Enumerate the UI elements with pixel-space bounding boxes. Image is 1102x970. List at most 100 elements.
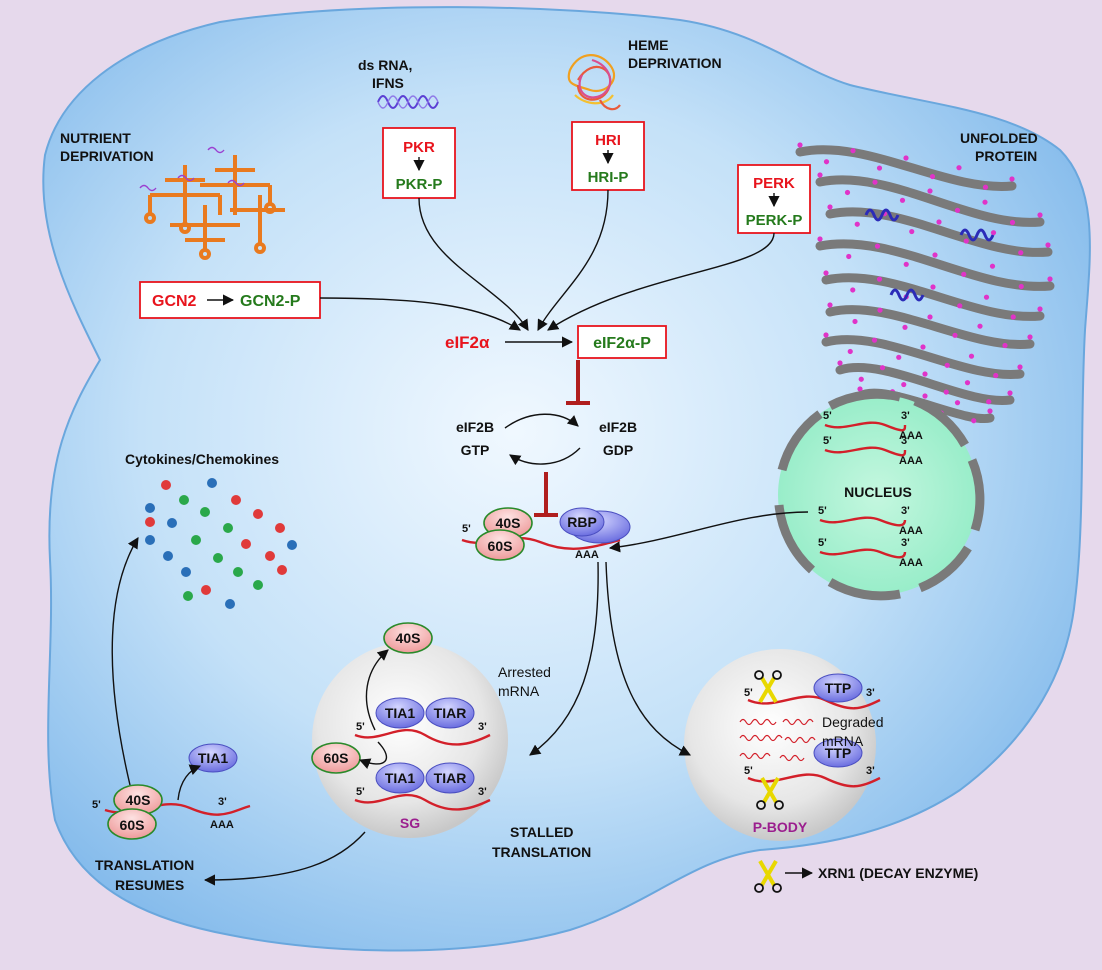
er-ribosome-dot	[874, 243, 881, 249]
nucleus	[774, 389, 985, 601]
er-ribosome-dot	[837, 360, 843, 366]
er-ribosome-dot	[956, 165, 962, 171]
pbody-3prime-upper: 3'	[866, 687, 875, 699]
eif2a-p-label: eIF2α-P	[593, 335, 651, 352]
er-ribosome-dot	[903, 155, 909, 161]
nuclear-mrna-3prime: 3'	[901, 505, 910, 517]
er-ribosome-dot	[1047, 276, 1053, 282]
sg-tia1-upper	[375, 697, 425, 729]
sg-label: SG	[400, 815, 420, 831]
er-ribosome-dot	[943, 389, 949, 395]
er-ribosome-dot	[847, 348, 853, 355]
cytokine-dot	[265, 551, 275, 561]
cytokine-dot	[161, 480, 171, 490]
gtp-to-gdp-arrow	[504, 413, 579, 429]
hri-p-label: HRI-P	[588, 169, 629, 186]
eif2b-gtp-label-1: eIF2B	[456, 419, 494, 435]
cytokine-dot	[181, 567, 191, 577]
er-ribosome-dot	[936, 219, 942, 225]
cytokine-dot	[241, 539, 251, 549]
cytokine-dot	[145, 517, 155, 527]
er-ribosome-dot	[927, 188, 933, 194]
er-ribosome-dot	[857, 386, 863, 392]
er-ribosome-dot	[986, 399, 992, 405]
er-ribosome-dot	[1009, 219, 1016, 226]
er-ribosome-dot	[1027, 334, 1033, 340]
eif2b-gtp-label-2: GTP	[461, 442, 490, 458]
cytokine-dot	[253, 580, 263, 590]
resume-aaa-label: AAA	[210, 819, 234, 831]
er-ribosome-dot	[899, 197, 906, 203]
perk-label: PERK	[753, 175, 795, 192]
er-ribosome-dot	[850, 148, 856, 154]
er-ribosome-dot	[903, 261, 909, 267]
gcn2-label: GCN2	[152, 293, 197, 310]
er-ribosome-dot	[1002, 342, 1008, 349]
sg-5prime-upper: 5'	[356, 721, 365, 733]
nuclear-mrna-5prime: 5'	[823, 435, 832, 447]
cytokine-dot	[231, 495, 241, 505]
nuclear-mrna-aaa: AAA	[899, 430, 923, 442]
sg-tia1-label-upper: TIA1	[385, 705, 416, 721]
er-ribosome-dot	[797, 142, 803, 148]
rbp-protein	[559, 507, 605, 537]
er-ribosome-dot	[954, 207, 961, 213]
er-ribosome-dot	[1010, 314, 1016, 320]
er-ribosome-dot	[872, 179, 878, 185]
er-ribosome-dot	[922, 393, 928, 399]
er-ribosome-dot	[1018, 283, 1024, 290]
dsrna-label: ds RNA,IFNS	[358, 57, 412, 91]
cytokine-dot	[253, 509, 263, 519]
pbody-3prime-lower: 3'	[866, 765, 875, 777]
er-ribosome-dot	[1009, 176, 1015, 182]
er-ribosome-dot	[817, 172, 823, 178]
sg-tiar-label-upper: TIAR	[434, 705, 467, 721]
to-stress-granule-arrow	[529, 561, 599, 756]
unfolded-protein-icon	[864, 208, 900, 222]
er-ribosome-dot	[1045, 242, 1051, 248]
pbody-5prime-lower: 5'	[744, 765, 753, 777]
pbody-label: P-BODY	[753, 819, 808, 835]
eif2b-gdp-label-1: eIF2B	[599, 419, 637, 435]
er-ribosome-dot	[854, 221, 860, 227]
cytokine-dot	[223, 523, 233, 533]
er-ribosome-dot	[957, 303, 963, 309]
sg-tia1-label-lower: TIA1	[385, 770, 416, 786]
gcn2-p-label: GCN2-P	[240, 293, 301, 310]
er-ribosome-dot	[827, 302, 833, 308]
cytokine-dot	[207, 478, 217, 488]
cytokine-dot	[191, 535, 201, 545]
cytokine-dot	[163, 551, 173, 561]
unfolded-protein-icon	[959, 228, 995, 242]
er-ribosome-dot	[852, 318, 858, 325]
nuclear-mrna	[824, 446, 907, 457]
er-ribosome-dot	[930, 284, 936, 290]
nuclear-mrna	[819, 516, 907, 527]
eif2b-gdp-label-2: GDP	[603, 442, 633, 458]
er-ribosome-dot	[876, 165, 883, 171]
scissors-icon	[754, 670, 782, 704]
sg-3prime-upper: 3'	[478, 721, 487, 733]
er-ribosome-dot	[1007, 390, 1013, 396]
sg-5prime-lower: 5'	[356, 786, 365, 798]
pbody-5prime-upper: 5'	[744, 687, 753, 699]
er-ribosome-dot	[982, 199, 988, 205]
er-ribosome-dot	[817, 236, 823, 242]
cytokine-dots	[145, 478, 297, 609]
er-ribosome-dot	[901, 381, 907, 388]
resume-5prime-label: 5'	[92, 799, 101, 811]
er-ribosome-dot	[963, 238, 969, 244]
cytokine-dot	[200, 507, 210, 517]
nuclear-mrna-5prime: 5'	[818, 537, 827, 549]
er-ribosome-dot	[927, 314, 933, 320]
sg-released-60s	[311, 742, 361, 774]
nuclear-mrna-3prime: 3'	[901, 537, 910, 549]
to-pbody-arrow	[605, 561, 692, 756]
er-ribosome-dot	[983, 294, 990, 300]
nuclear-mrna-aaa: AAA	[899, 455, 923, 467]
